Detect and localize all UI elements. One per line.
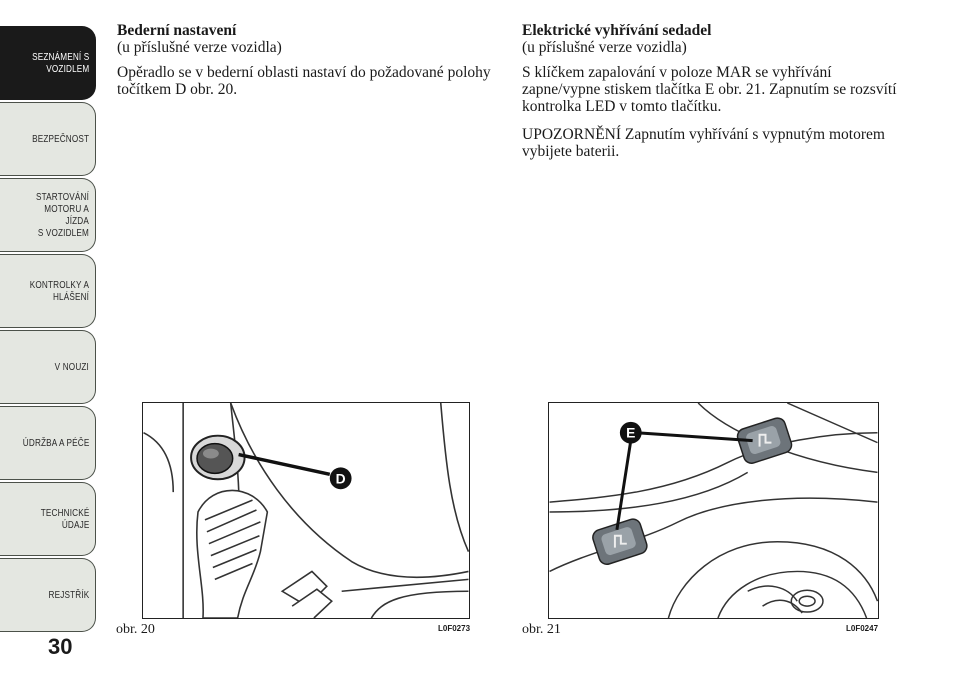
- figure-code: L0F0247: [846, 624, 879, 633]
- tab-label: ÚDRŽBA A PÉČE: [22, 437, 89, 449]
- tab-startovani[interactable]: STARTOVÁNÍ MOTORU A JÍZDA S VOZIDLEM: [0, 178, 96, 252]
- tab-label: SEZNÁMENÍ S VOZIDLEM: [31, 51, 89, 75]
- figure-caption: obr. 21: [522, 622, 561, 637]
- tab-label: BEZPEČNOST: [31, 133, 89, 145]
- tab-seznameni-s-vozidlem[interactable]: SEZNÁMENÍ S VOZIDLEM: [0, 26, 96, 100]
- tab-udrzba[interactable]: ÚDRŽBA A PÉČE: [0, 406, 96, 480]
- callout-e: E: [626, 425, 635, 441]
- tab-rejstrik[interactable]: REJSTŘÍK: [0, 558, 96, 632]
- section-subheading: (u příslušné verze vozidla): [522, 39, 687, 56]
- figure-seat-heating-buttons: E: [548, 402, 879, 619]
- tab-label: REJSTŘÍK: [48, 589, 89, 601]
- tab-label: STARTOVÁNÍ MOTORU A JÍZDA S VOZIDLEM: [36, 191, 89, 239]
- section-lumbar-adjustment: Bederní nastavení (u příslušné verze voz…: [117, 22, 497, 98]
- tab-technicke-udaje[interactable]: TECHNICKÉ ÚDAJE: [0, 482, 96, 556]
- section-seat-heating: Elektrické vyhřívání sedadel (u příslušn…: [522, 22, 902, 160]
- tab-label: V NOUZI: [54, 361, 89, 373]
- section-heading: Elektrické vyhřívání sedadel: [522, 22, 712, 39]
- callout-d: D: [336, 470, 346, 486]
- figure-caption: obr. 20: [116, 622, 155, 637]
- lumbar-knob-illustration: D: [143, 403, 469, 618]
- section-heading: Bederní nastavení: [117, 22, 237, 39]
- section-paragraph: Opěradlo se v bederní oblasti nastaví do…: [117, 64, 491, 98]
- tab-label: TECHNICKÉ ÚDAJE: [40, 507, 89, 531]
- tab-kontrolky[interactable]: KONTROLKY A HLÁŠENÍ: [0, 254, 96, 328]
- section-paragraph: S klíčkem zapalování v poloze MAR se vyh…: [522, 64, 897, 115]
- seat-heating-illustration: E: [549, 403, 878, 618]
- page-number: 30: [48, 634, 73, 659]
- tab-v-nouzi[interactable]: V NOUZI: [0, 330, 96, 404]
- warning-paragraph: UPOZORNĚNÍ Zapnutím vyhřívání s vypnutým…: [522, 126, 885, 160]
- tab-bezpecnost[interactable]: BEZPEČNOST: [0, 102, 96, 176]
- tab-label: KONTROLKY A HLÁŠENÍ: [29, 279, 89, 303]
- figure-code: L0F0273: [438, 624, 471, 633]
- section-subheading: (u příslušné verze vozidla): [117, 39, 282, 56]
- figure-lumbar-knob: D: [142, 402, 470, 619]
